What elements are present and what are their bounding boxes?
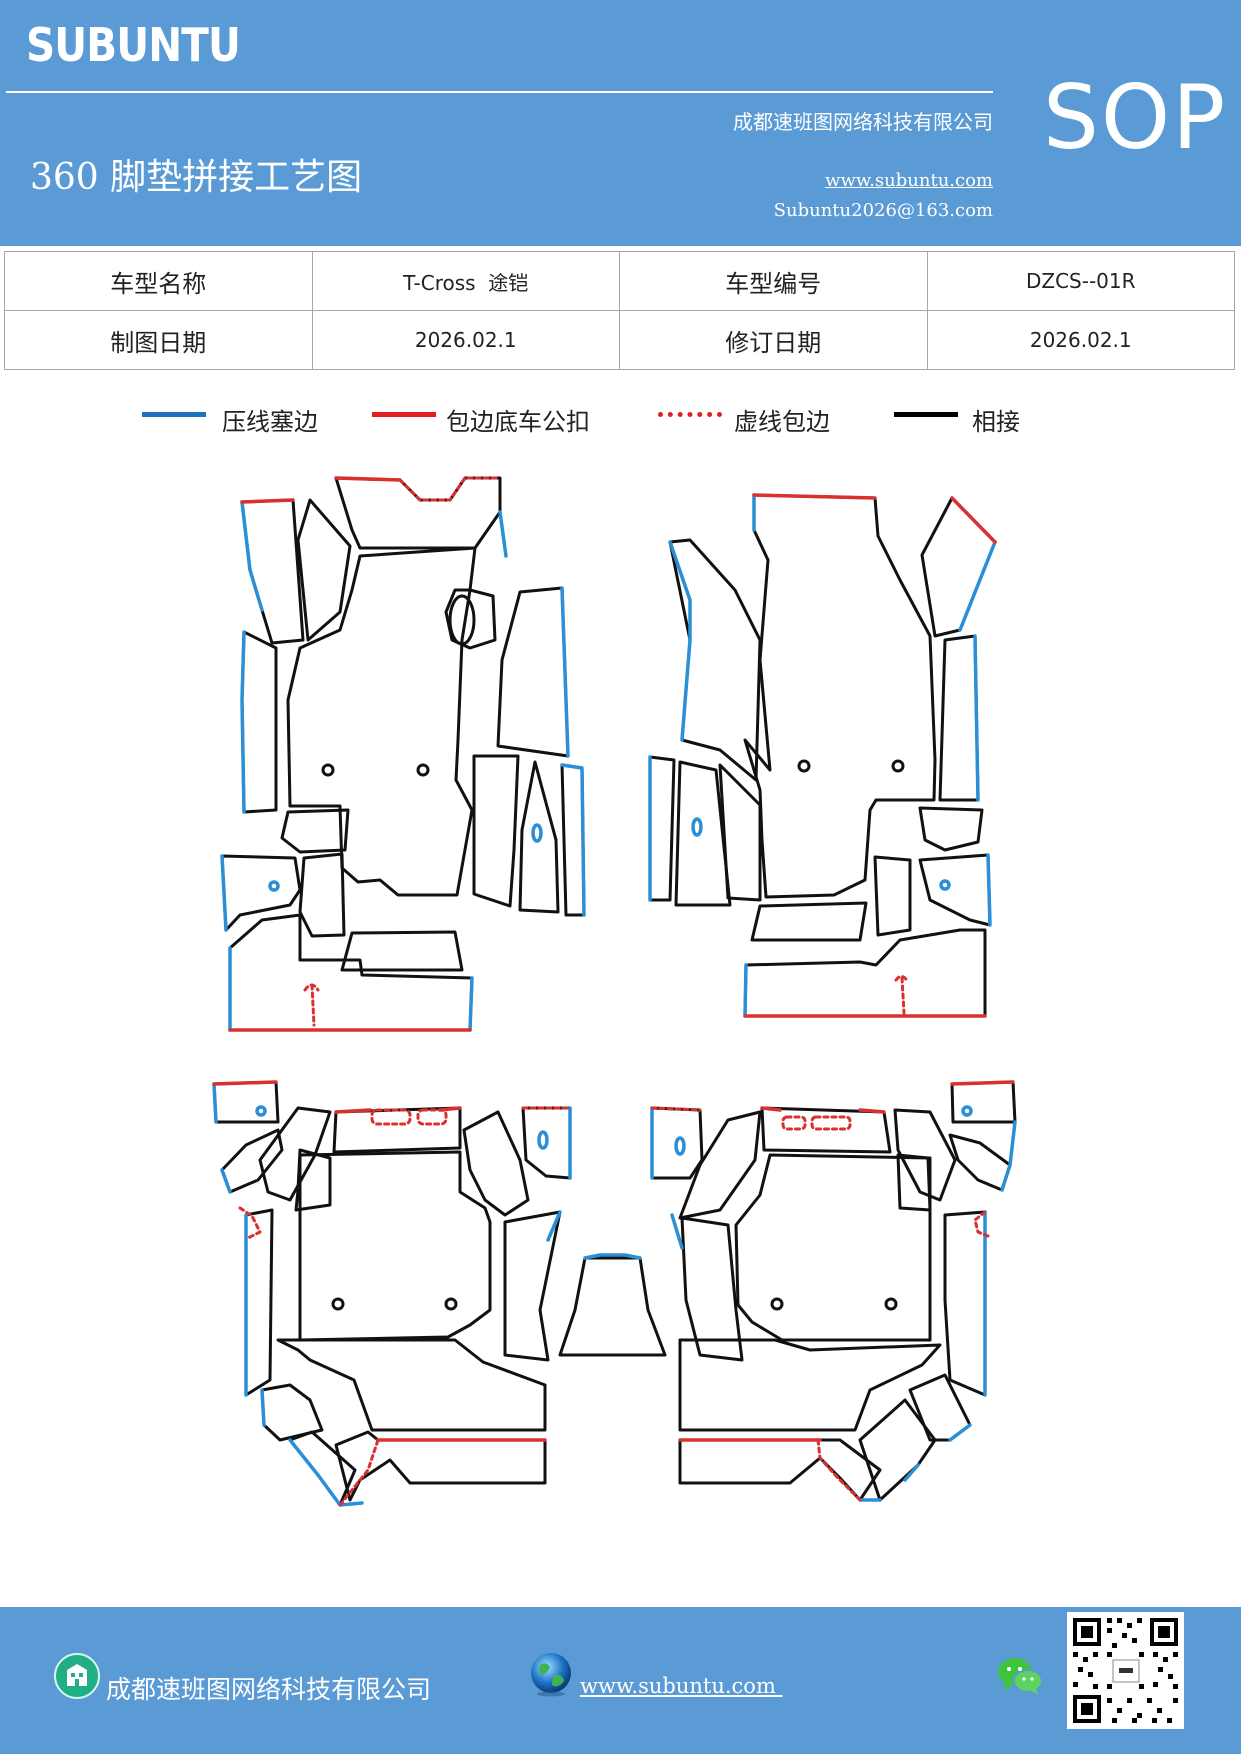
brand-logo: SUBUNTU bbox=[26, 18, 241, 72]
footer-banner: 成都速班图网络科技有限公司 www.subuntu.com bbox=[0, 1607, 1241, 1754]
qr-code[interactable] bbox=[1067, 1612, 1184, 1729]
table-row: 制图日期 2026.02.1 修订日期 2026.02.1 bbox=[4, 310, 1235, 370]
line-legend: 压线塞边 包边底车公扣 虚线包边 相接 bbox=[0, 398, 1241, 442]
vehicle-info-table: 车型名称 T-Cross 途铠 车型编号 DZCS--01R 制图日期 2026… bbox=[4, 251, 1235, 370]
blue-edges bbox=[212, 493, 1017, 1507]
front-right-mat bbox=[648, 493, 997, 1018]
legend-label: 相接 bbox=[972, 408, 1020, 436]
legend-swatch-red bbox=[372, 412, 436, 417]
legend-label: 包边底车公扣 bbox=[446, 408, 590, 436]
website-link[interactable]: www.subuntu.com bbox=[825, 170, 993, 191]
legend-swatch-blue bbox=[142, 412, 206, 417]
wechat-icon[interactable] bbox=[996, 1655, 1044, 1697]
value-model-code: DZCS--01R bbox=[926, 251, 1235, 311]
front-left-mat bbox=[220, 476, 586, 1032]
legend-label: 压线塞边 bbox=[222, 408, 318, 436]
table-row: 车型名称 T-Cross 途铠 车型编号 DZCS--01R bbox=[4, 251, 1235, 311]
qr-code-icon bbox=[1073, 1618, 1178, 1723]
legend-swatch-black bbox=[894, 412, 958, 417]
value-model-name: T-Cross 途铠 bbox=[311, 251, 620, 311]
sop-badge: SOP bbox=[1043, 66, 1228, 169]
value-revise-date: 2026.02.1 bbox=[926, 310, 1235, 370]
label-model-name: 车型名称 bbox=[4, 251, 313, 311]
globe-icon bbox=[531, 1653, 571, 1697]
header-banner: SUBUNTU 成都速班图网络科技有限公司 360 脚垫拼接工艺图 www.su… bbox=[0, 0, 1241, 246]
label-model-code: 车型编号 bbox=[619, 251, 928, 311]
footer-website-link[interactable]: www.subuntu.com bbox=[580, 1674, 783, 1698]
building-icon bbox=[54, 1653, 100, 1699]
red-edges bbox=[212, 476, 1015, 1442]
page-title: 360 脚垫拼接工艺图 bbox=[30, 157, 363, 198]
header-divider bbox=[6, 91, 993, 93]
legend-label: 虚线包边 bbox=[734, 408, 830, 436]
mat-outlines bbox=[212, 476, 1017, 1507]
red-dotted-edges bbox=[238, 476, 990, 1507]
floor-mat-diagram bbox=[212, 476, 1017, 1507]
legend-swatch-red-dotted bbox=[658, 412, 722, 417]
footer-company-name: 成都速班图网络科技有限公司 bbox=[106, 1675, 432, 1704]
email-address[interactable]: Subuntu2026@163.com bbox=[773, 200, 993, 221]
label-revise-date: 修订日期 bbox=[619, 310, 928, 370]
rear-right-mat bbox=[650, 1080, 1017, 1502]
label-draw-date: 制图日期 bbox=[4, 310, 313, 370]
company-name: 成都速班图网络科技有限公司 bbox=[733, 110, 993, 134]
value-draw-date: 2026.02.1 bbox=[311, 310, 620, 370]
